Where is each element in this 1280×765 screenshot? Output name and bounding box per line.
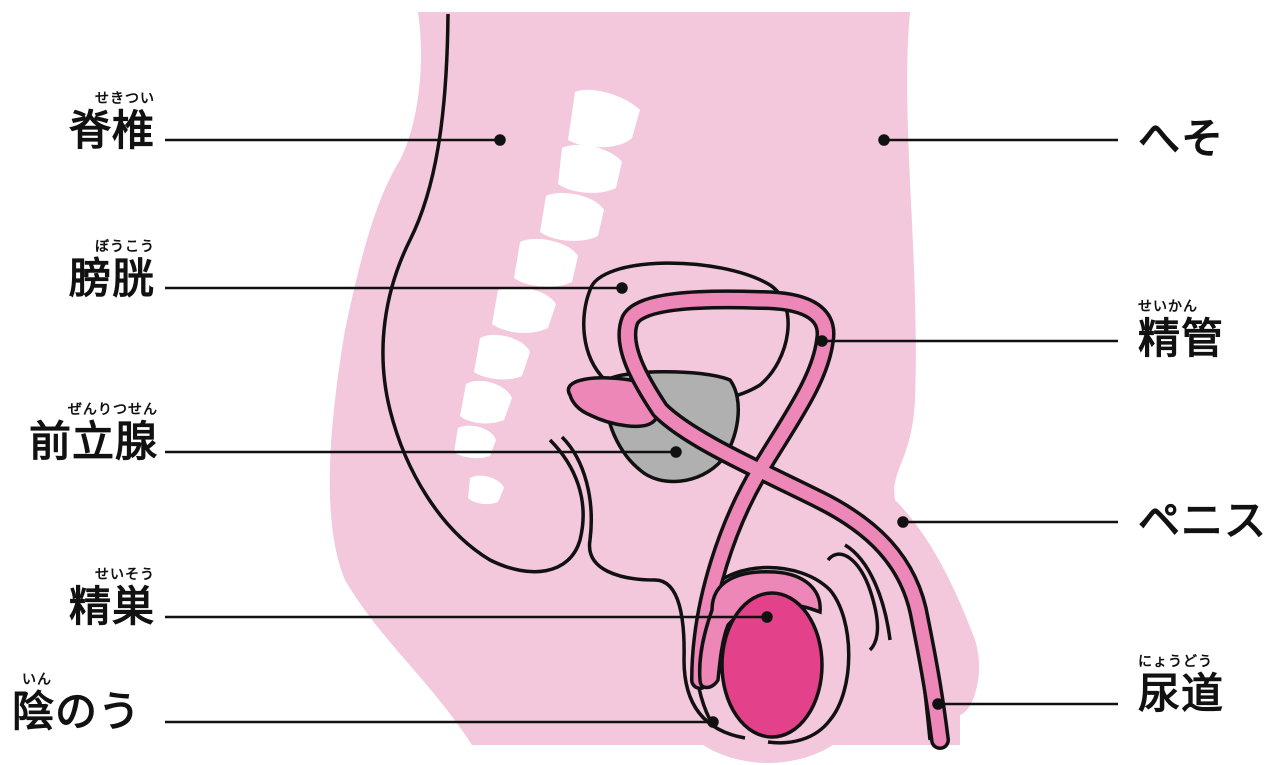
label-vas-deferens-text: 精管 [1138, 318, 1224, 360]
label-spine-text: 脊椎 [55, 110, 155, 152]
label-bladder: ぼうこう 膀胱 [55, 240, 155, 300]
label-spine-ruby: せきつい [55, 92, 155, 106]
label-testis: せいそう 精巣 [55, 568, 155, 628]
label-scrotum-ruby: いん [12, 673, 141, 687]
label-navel-text: へそ [1138, 118, 1224, 160]
label-prostate-ruby: ぜんりつせん [10, 403, 158, 417]
label-testis-text: 精巣 [55, 586, 155, 628]
label-scrotum: いん 陰のう [12, 673, 141, 733]
label-spine: せきつい 脊椎 [55, 92, 155, 152]
label-scrotum-text: 陰のう [12, 691, 141, 733]
label-prostate-text: 前立腺 [10, 421, 158, 463]
label-urethra: にょうどう 尿道 [1138, 655, 1224, 715]
label-testis-ruby: せいそう [55, 568, 155, 582]
label-vas-deferens: せいかん 精管 [1138, 300, 1224, 360]
label-vas-deferens-ruby: せいかん [1138, 300, 1224, 314]
label-urethra-ruby: にょうどう [1138, 655, 1224, 669]
label-bladder-ruby: ぼうこう [55, 240, 155, 254]
label-prostate: ぜんりつせん 前立腺 [10, 403, 158, 463]
label-navel: へそ [1138, 118, 1224, 160]
label-penis-text: ペニス [1138, 500, 1267, 542]
label-penis: ペニス [1138, 500, 1267, 542]
label-urethra-text: 尿道 [1138, 673, 1224, 715]
label-bladder-text: 膀胱 [55, 258, 155, 300]
